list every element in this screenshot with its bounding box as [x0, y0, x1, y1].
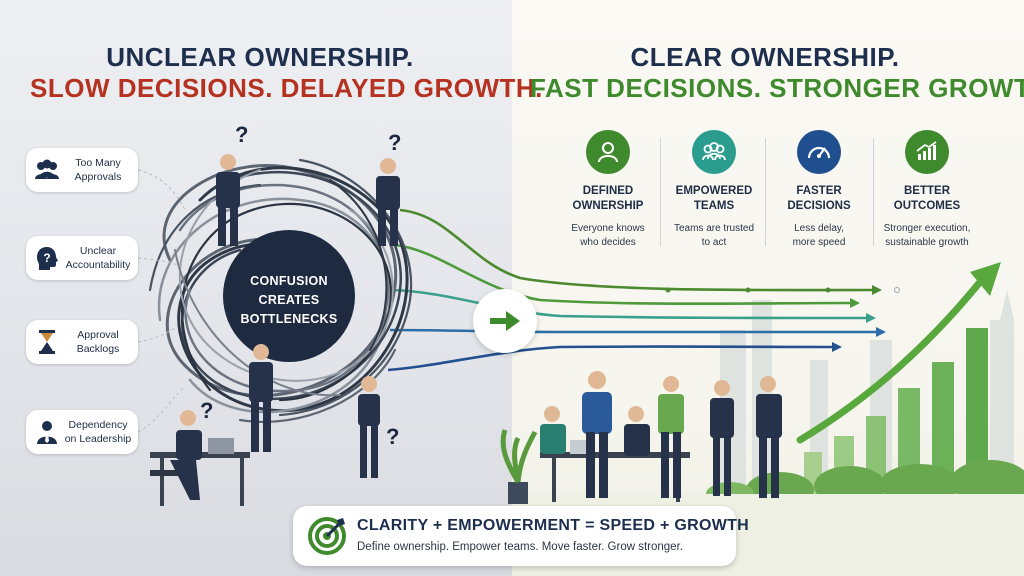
left-desk-scene — [150, 410, 250, 506]
transition-arrow-badge — [473, 289, 537, 353]
summary-banner: CLARITY + EMPOWERMENT = SPEED + GROWTH D… — [293, 506, 749, 566]
flow-lines — [387, 208, 876, 372]
issue-connectors — [137, 169, 186, 433]
person-icon — [586, 130, 630, 174]
flow-arrowheads — [665, 285, 900, 352]
team-scene — [500, 371, 782, 504]
leader-icon — [37, 421, 57, 444]
left-figures — [216, 154, 400, 478]
svg-text:?: ? — [43, 251, 50, 265]
left-headline-secondary: SLOW DECISIONS. DELAYED GROWTH. — [30, 73, 543, 103]
center-circle — [223, 230, 355, 362]
question-mark: ? — [386, 424, 400, 449]
banner-title: CLARITY + EMPOWERMENT = SPEED + GROWTH — [357, 517, 750, 534]
speedometer-icon — [797, 130, 841, 174]
bottleneck-label: CONFUSION CREATES BOTTLENECKS — [240, 274, 338, 326]
banner-subtitle: Define ownership. Empower teams. Move fa… — [357, 541, 683, 553]
target-icon — [308, 517, 346, 555]
team-icon — [692, 130, 736, 174]
left-headline-primary: UNCLEAR OWNERSHIP. — [106, 42, 414, 72]
arrow-right-icon — [490, 311, 520, 331]
question-mark: ? — [200, 398, 214, 423]
growth-arrow — [796, 278, 984, 444]
benefit-divider — [765, 138, 766, 246]
growth-arrow-head — [970, 262, 1001, 296]
hourglass-icon — [39, 330, 55, 354]
group-icon — [35, 159, 59, 179]
question-mark: ? — [235, 122, 249, 147]
benefit-divider — [660, 138, 661, 246]
growth-chart-icon — [905, 130, 949, 174]
benefit-divider — [873, 138, 874, 246]
right-headline-primary: CLEAR OWNERSHIP. — [630, 42, 900, 72]
question-head-icon: ? — [37, 247, 58, 270]
question-mark: ? — [388, 130, 402, 155]
right-headline-secondary: FAST DECISIONS. STRONGER GROWTH. — [530, 73, 1024, 103]
